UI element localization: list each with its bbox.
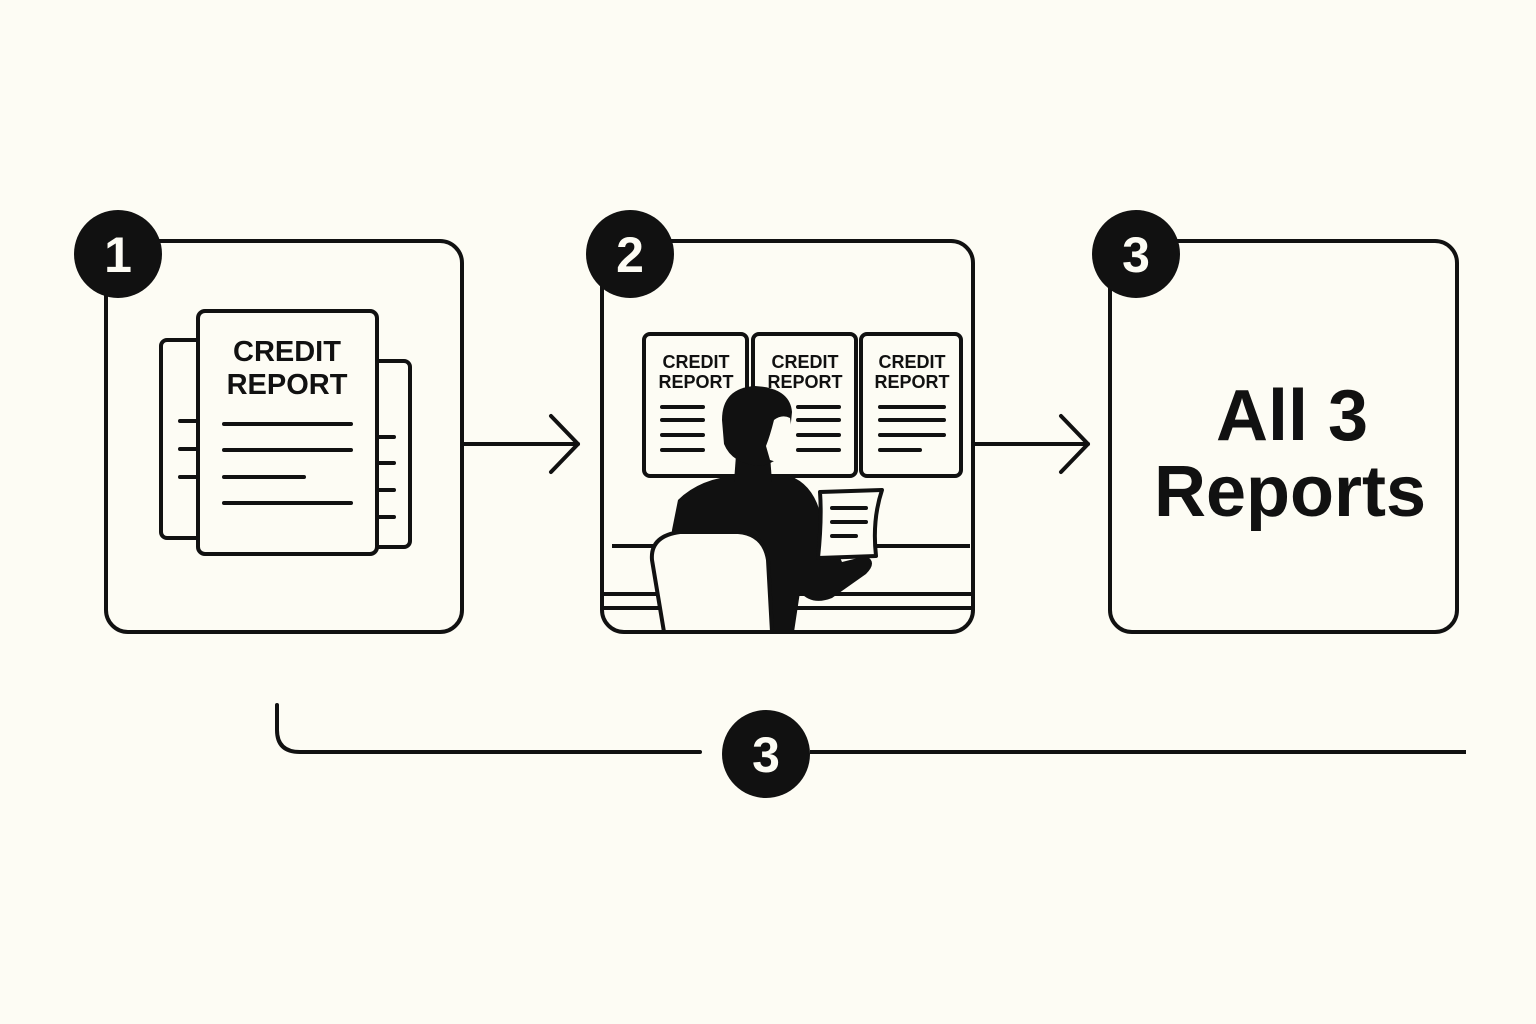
panel-2-title-line1: CREDIT <box>772 352 839 372</box>
badge-circle <box>722 710 810 798</box>
step-2-badge: 2 <box>586 210 674 298</box>
doc-title-line1: CREDIT <box>233 336 341 368</box>
step-1-badge: 1 <box>74 210 162 298</box>
badge-number: 2 <box>616 227 644 283</box>
panel-1-title-line2: REPORT <box>658 372 733 392</box>
timeline-badge: 3 <box>722 710 810 798</box>
panel-2-title-line2: REPORT <box>767 372 842 392</box>
panel-3-title-line2: REPORT <box>874 372 949 392</box>
panel-1-title-line1: CREDIT <box>663 352 730 372</box>
step-2: CREDIT REPORT CREDIT REPORT CREDIT REPOR… <box>586 210 975 634</box>
badge-circle <box>586 210 674 298</box>
person-face <box>766 416 794 462</box>
step-2-frame <box>600 239 975 634</box>
step-3-badge: 3 <box>1092 210 1180 298</box>
panel-3-title-line1: CREDIT <box>879 352 946 372</box>
badge-circle <box>1092 210 1180 298</box>
credit-report-stack-icon <box>159 309 412 556</box>
badge-number: 1 <box>104 227 132 283</box>
doc-title-line2: REPORT <box>227 369 348 401</box>
badge-circle <box>74 210 162 298</box>
person-at-desk-icon <box>604 332 972 634</box>
step-1: CREDIT REPORT 1 <box>74 210 464 634</box>
arrow-right-icon <box>460 414 580 474</box>
held-paper <box>816 488 884 560</box>
badge-number: 3 <box>752 727 780 783</box>
arrow-right-icon <box>971 414 1090 474</box>
badge-number: 3 <box>1122 227 1150 283</box>
result-line1: All 3 <box>1216 376 1368 456</box>
chair <box>649 530 774 634</box>
front-sheet <box>196 309 379 556</box>
timeline-line-left <box>275 703 702 754</box>
result-line2: Reports <box>1154 452 1426 532</box>
step-3: All 3 Reports 3 <box>1092 210 1459 634</box>
step-1-frame <box>104 239 464 634</box>
timeline: 3 <box>275 703 1466 798</box>
step-3-frame <box>1108 239 1459 634</box>
